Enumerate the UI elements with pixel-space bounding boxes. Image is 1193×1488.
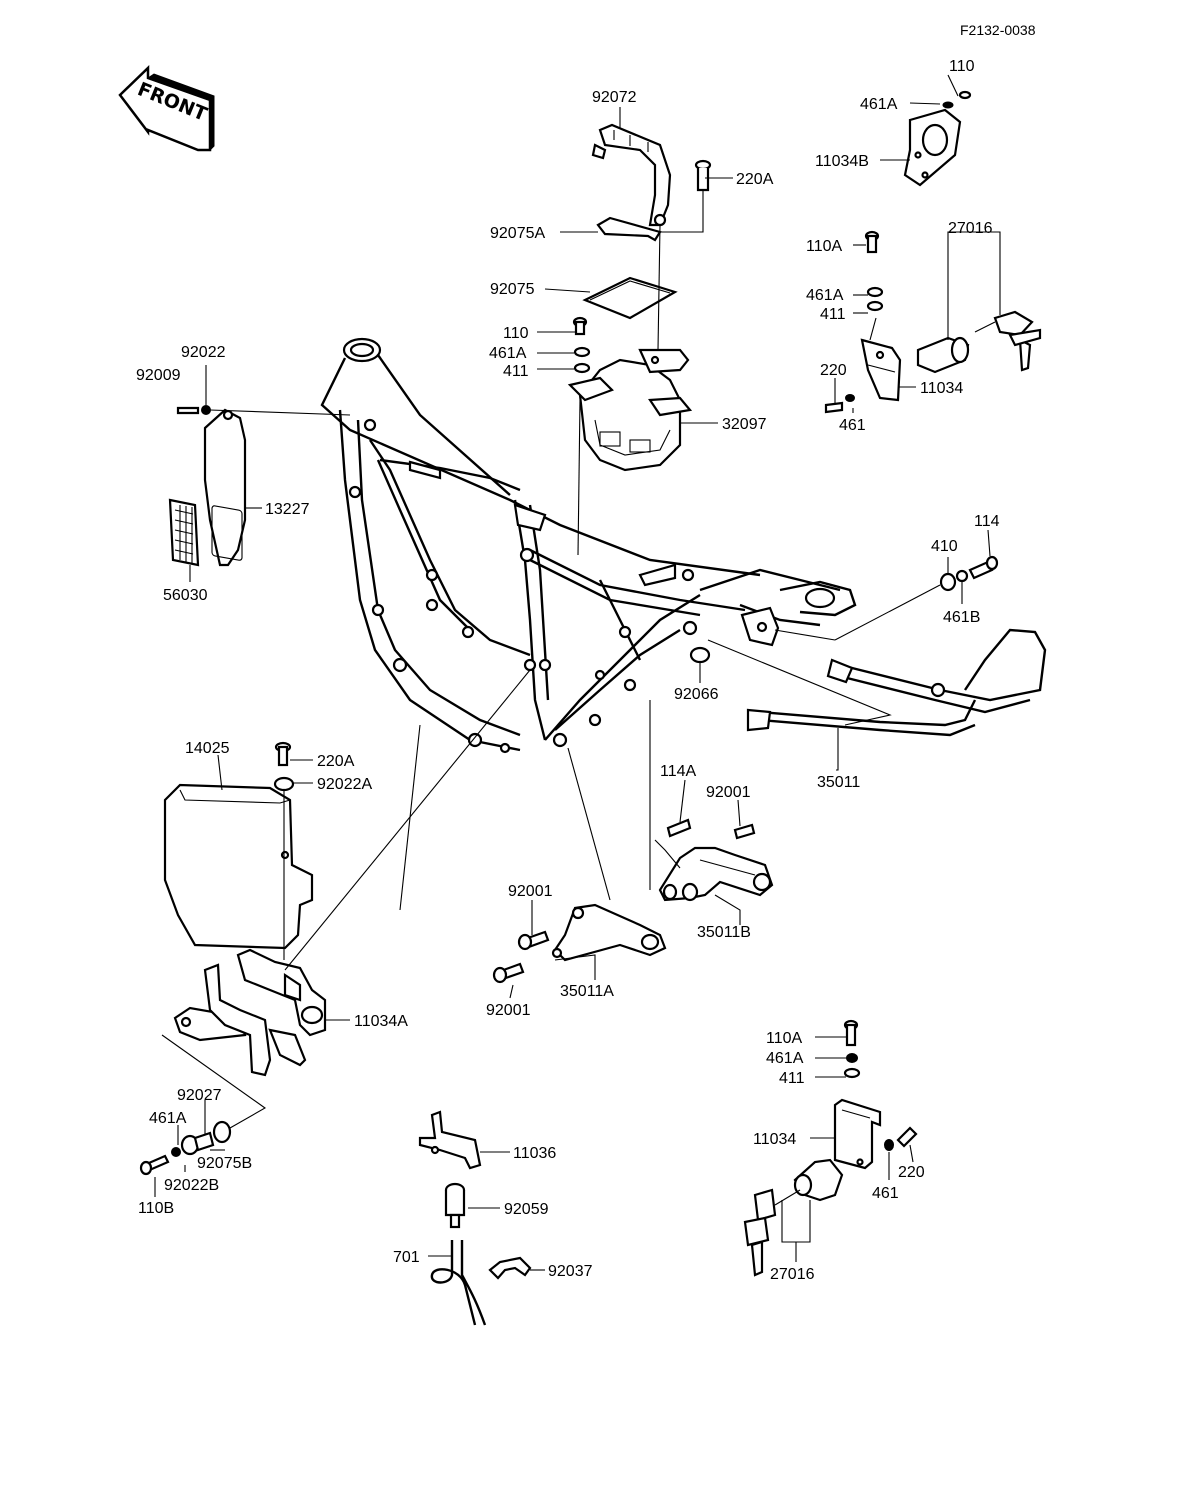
bracket-11034-br xyxy=(833,1098,882,1170)
bolt-110A-top xyxy=(864,230,884,312)
label-461A-bottom-right: 461A xyxy=(766,1050,804,1067)
bolt-220A-left xyxy=(273,741,295,792)
part-labels: 110 461A 11034B 92072 220A 92075A 92075 … xyxy=(136,58,1000,1283)
label-92075B: 92075B xyxy=(197,1155,252,1172)
label-92066: 92066 xyxy=(674,686,719,703)
label-11036: 11036 xyxy=(513,1145,556,1162)
leader-lines xyxy=(154,74,1001,1271)
label-92001-a: 92001 xyxy=(508,883,553,900)
label-461A-right: 461A xyxy=(806,287,844,304)
label-13227: 13227 xyxy=(265,501,310,518)
battery-strap-92072 xyxy=(591,123,672,227)
label-114: 114 xyxy=(974,513,1000,530)
bolt-220-right xyxy=(824,394,855,414)
screw-92009 xyxy=(176,405,211,415)
label-461B: 461B xyxy=(943,609,980,626)
frame xyxy=(320,337,857,754)
bolt-110A-br xyxy=(843,1019,861,1079)
label-27016-bottom-right: 27016 xyxy=(770,1266,815,1283)
bracket-11034B xyxy=(903,90,972,187)
label-461-bottom-right: 461 xyxy=(872,1185,899,1202)
ignition-switch-27016-br xyxy=(743,1158,844,1277)
label-411-bottom-right: 411 xyxy=(779,1070,805,1087)
label-56030: 56030 xyxy=(163,587,208,604)
label-92075: 92075 xyxy=(490,281,535,298)
clip-92037 xyxy=(488,1256,532,1280)
bolt-220A-top xyxy=(694,159,712,192)
battery-holder-32097 xyxy=(567,348,693,472)
label-11034-right: 11034 xyxy=(920,380,963,397)
bolt-114A xyxy=(666,818,692,838)
label-92022: 92022 xyxy=(181,344,226,361)
label-411-mid: 411 xyxy=(503,363,529,380)
label-410: 410 xyxy=(931,538,958,555)
label-220A-top: 220A xyxy=(736,171,774,188)
bracket-35011B xyxy=(658,846,774,902)
label-220-right: 220 xyxy=(820,362,847,379)
side-cover-13227 xyxy=(203,408,247,567)
label-14025: 14025 xyxy=(185,740,230,757)
label-110B: 110B xyxy=(138,1200,174,1217)
battery-pad-92075 xyxy=(582,276,678,320)
label-461A-bottom-left: 461A xyxy=(149,1110,187,1127)
label-411-right: 411 xyxy=(820,306,846,323)
label-114A: 114A xyxy=(660,763,697,780)
label-92022A: 92022A xyxy=(317,776,372,793)
label-92059: 92059 xyxy=(504,1201,549,1218)
front-arrow-icon: FRONT xyxy=(118,65,215,152)
reflector-56030 xyxy=(168,498,200,567)
label-35011B: 35011B xyxy=(697,924,751,941)
label-461-right: 461 xyxy=(839,417,866,434)
label-35011: 35011 xyxy=(817,774,860,791)
label-110-top: 110 xyxy=(949,58,975,75)
label-11034-bottom-right: 11034 xyxy=(753,1131,796,1148)
label-92075A: 92075A xyxy=(490,225,545,242)
label-92037: 92037 xyxy=(548,1263,593,1280)
label-701: 701 xyxy=(393,1249,420,1266)
bolt-220-461-br xyxy=(884,1126,918,1151)
bracket-11034A xyxy=(173,948,327,1077)
side-stand xyxy=(746,628,1047,737)
label-220A-left: 220A xyxy=(317,753,355,770)
bracket-11034-top xyxy=(860,338,902,402)
fitting-92059 xyxy=(444,1182,466,1229)
label-27016-top: 27016 xyxy=(948,220,993,237)
label-92009: 92009 xyxy=(136,367,181,384)
label-110A-top: 110A xyxy=(806,238,843,255)
clamp-11036 xyxy=(418,1110,482,1170)
label-92072: 92072 xyxy=(592,89,637,106)
bolt-set-left xyxy=(139,1120,232,1176)
bolt-114-410-461B xyxy=(939,555,999,592)
label-11034B: 11034B xyxy=(815,153,869,170)
bolt-110-mid xyxy=(572,316,591,374)
label-461A-mid: 461A xyxy=(489,345,527,362)
ignition-switch-27016-top xyxy=(916,310,1042,374)
bolt-92001-right xyxy=(733,823,756,840)
label-92022B: 92022B xyxy=(164,1177,219,1194)
bolts-92001-left xyxy=(492,930,550,984)
label-92001-b: 92001 xyxy=(486,1002,531,1019)
box-14025 xyxy=(163,783,314,950)
label-32097: 32097 xyxy=(722,416,767,433)
label-35011A: 35011A xyxy=(560,983,614,1000)
hose-701 xyxy=(430,1240,487,1326)
label-92027: 92027 xyxy=(177,1087,222,1104)
label-11034A: 11034A xyxy=(354,1013,408,1030)
label-92001-right: 92001 xyxy=(706,784,751,801)
bracket-35011A xyxy=(551,903,667,962)
rubber-92066 xyxy=(689,646,711,664)
label-461A-top: 461A xyxy=(860,96,898,113)
label-110A-bottom-right: 110A xyxy=(766,1030,803,1047)
battery-pad-92075A xyxy=(596,216,662,242)
label-110-mid: 110 xyxy=(503,325,529,342)
label-220-bottom-right: 220 xyxy=(898,1164,925,1181)
diagram-code: F2132-0038 xyxy=(960,22,1036,38)
